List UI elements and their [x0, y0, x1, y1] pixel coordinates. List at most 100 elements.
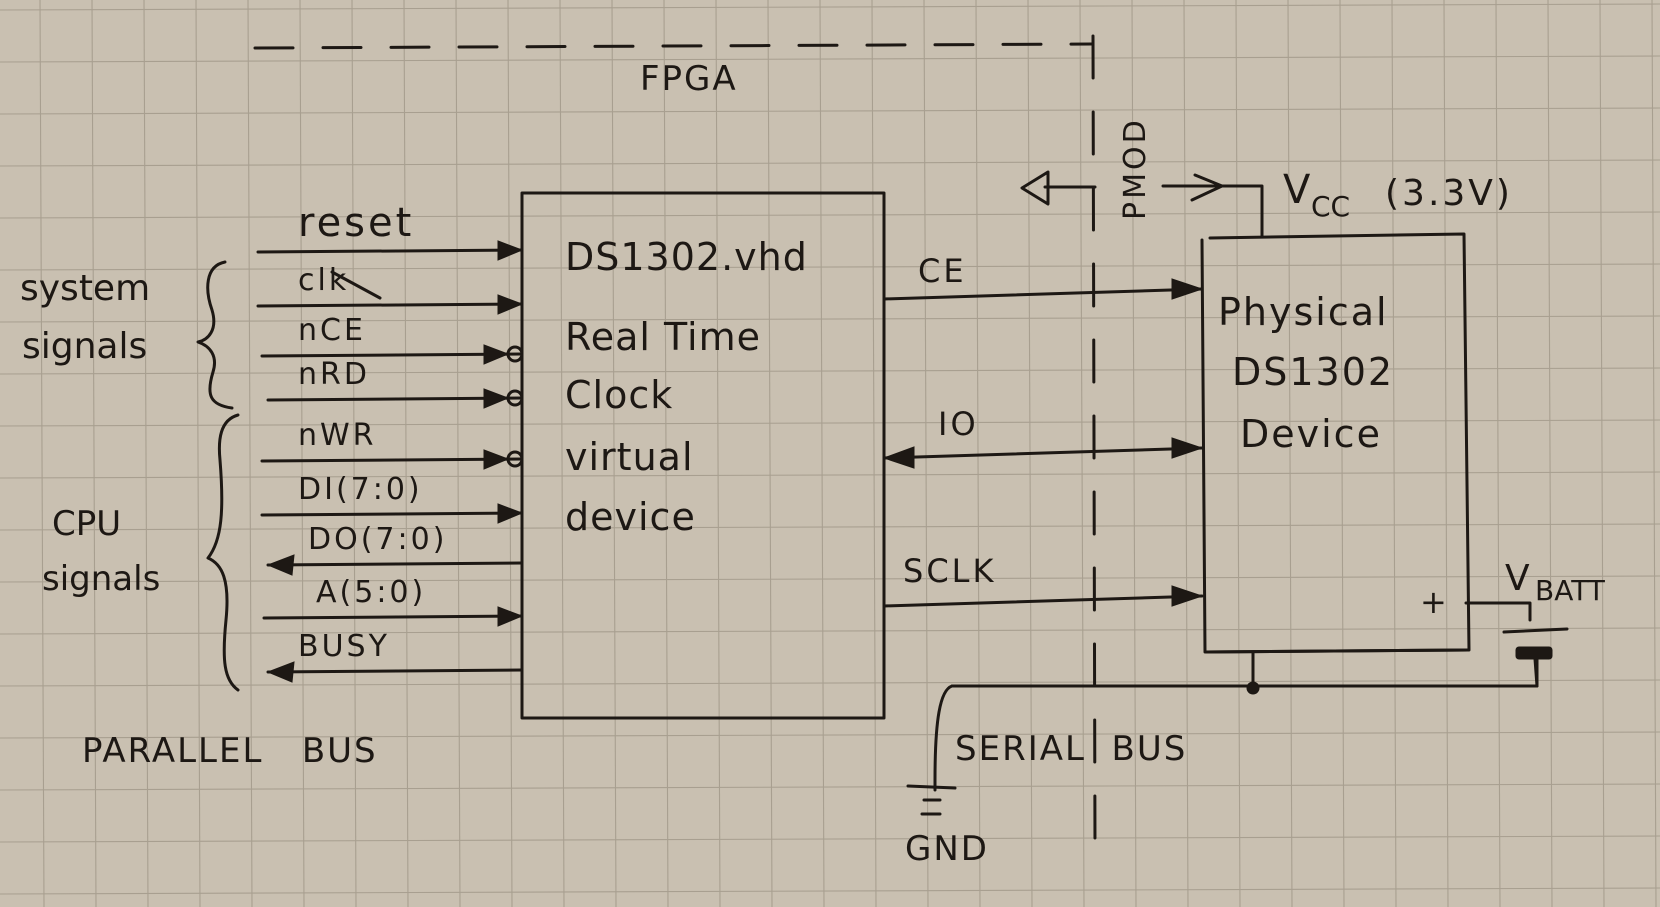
- grid-line-vertical: [611, 0, 617, 907]
- grid-line-horizontal: [0, 211, 1660, 219]
- virtual-device-text-line: device: [565, 495, 696, 539]
- fpga-label: FPGA: [640, 59, 738, 99]
- battery-icon: [1464, 601, 1569, 688]
- grid-line-horizontal: [0, 731, 1660, 739]
- signal-wire: [266, 668, 524, 674]
- signal-busy: BUSY: [266, 629, 524, 683]
- grid-line-horizontal: [0, 627, 1660, 635]
- signal-wire: [882, 594, 1204, 608]
- grid-line-vertical: [351, 0, 357, 907]
- grid-line-vertical: [247, 0, 253, 907]
- grid-line-horizontal: [0, 55, 1660, 63]
- pmod-right-arrow-icon: [1161, 173, 1264, 238]
- gnd-label: GND: [905, 829, 989, 869]
- inversion-bubble-icon: [506, 389, 524, 407]
- grid-line-vertical: [455, 0, 461, 907]
- cpu-signals-brace: [206, 413, 240, 692]
- signal-di-7-0: DI(7:0): [260, 472, 524, 524]
- arrow-right-icon: [483, 344, 510, 365]
- grid-line-horizontal: [0, 523, 1660, 531]
- svg-text:BATT: BATT: [1535, 574, 1606, 607]
- signal-do-7-0: DO(7:0): [266, 522, 524, 576]
- signal-nce: nCE: [260, 313, 524, 365]
- signal-label: reset: [298, 200, 414, 246]
- signal-wire: [882, 287, 1204, 301]
- fpga-boundary: [253, 34, 1097, 852]
- signal-a-5-0: A(5:0): [262, 575, 524, 627]
- signal-label: DI(7:0): [298, 472, 423, 507]
- svg-text:system: system: [20, 268, 150, 309]
- signal-wire: [256, 302, 524, 308]
- signal-label: nCE: [298, 313, 366, 348]
- arrow-left-icon: [882, 446, 915, 469]
- grid-line-vertical: [39, 0, 45, 907]
- grid-line-vertical: [1079, 0, 1085, 907]
- signal-wire: [260, 352, 524, 358]
- battery-plus-label: +: [1420, 583, 1447, 621]
- grid-line-vertical: [1235, 0, 1241, 907]
- grid-line-vertical: [975, 0, 981, 907]
- svg-text:CC: CC: [1311, 190, 1350, 223]
- signal-nrd: nRD: [266, 357, 524, 409]
- signal-label: CE: [918, 252, 967, 290]
- signal-nwr: nWR: [260, 418, 524, 470]
- signal-label: DO(7:0): [308, 522, 447, 557]
- svg-text:(3.3V): (3.3V): [1385, 173, 1513, 214]
- signal-wire: [882, 446, 1204, 460]
- svg-text:V: V: [1283, 167, 1311, 213]
- grid-line-vertical: [663, 0, 669, 907]
- grid-line-horizontal: [0, 783, 1660, 791]
- grid-line-horizontal: [0, 159, 1660, 167]
- signal-label: SCLK: [903, 552, 996, 590]
- grid-line-vertical: [143, 0, 149, 907]
- signal-label: clk: [298, 263, 349, 298]
- grid-line-horizontal: [0, 367, 1660, 375]
- serial-signal-sclk: SCLK: [882, 552, 1204, 608]
- grid-line-horizontal: [0, 575, 1660, 583]
- signal-wire: [256, 248, 524, 254]
- grid-line-vertical: [1339, 0, 1345, 907]
- signal-wire: [262, 614, 524, 620]
- virtual-device-text-line: virtual: [565, 435, 694, 479]
- grid-line-vertical: [1495, 0, 1501, 907]
- arrow-right-icon: [483, 449, 510, 470]
- grid-line-vertical: [195, 0, 201, 907]
- grid-line-vertical: [559, 0, 565, 907]
- grid-line-horizontal: [0, 263, 1660, 271]
- signal-label: nRD: [298, 357, 370, 392]
- arrow-right-icon: [497, 294, 524, 315]
- clk-strike-mark: [330, 270, 382, 300]
- inversion-bubble-icon: [506, 345, 524, 363]
- svg-text:V: V: [1505, 558, 1530, 599]
- virtual-device-text-line: DS1302.vhd: [565, 235, 808, 279]
- grid-line-horizontal: [0, 679, 1660, 687]
- grid-line-vertical: [91, 0, 97, 907]
- grid-line-horizontal: [0, 835, 1660, 843]
- grid-line-horizontal: [0, 315, 1660, 323]
- arrow-right-icon: [483, 388, 510, 409]
- signal-wire: [260, 511, 524, 517]
- grid-line-horizontal: [0, 887, 1660, 895]
- grid-line-horizontal: [0, 471, 1660, 479]
- grid-line-vertical: [299, 0, 305, 907]
- signal-wire: [266, 396, 524, 402]
- svg-text:signals: signals: [22, 326, 147, 367]
- vbatt-label: V BATT: [1505, 558, 1606, 607]
- cpu-signals-label: CPU signals: [42, 504, 160, 599]
- signal-clk: clk: [256, 263, 524, 315]
- grid-line-vertical: [403, 0, 409, 907]
- signal-wire: [260, 457, 524, 463]
- signal-label: IO: [938, 405, 979, 443]
- grid-line-vertical: [871, 0, 877, 907]
- arrow-right-icon: [497, 606, 524, 627]
- virtual-device-text-line: Clock: [565, 373, 673, 417]
- grid-line-vertical: [1131, 0, 1137, 907]
- svg-text:CPU: CPU: [52, 504, 121, 544]
- vcc-label: V CC (3.3V): [1283, 167, 1513, 223]
- serial-signal-group: CE IO SCLK: [882, 252, 1204, 608]
